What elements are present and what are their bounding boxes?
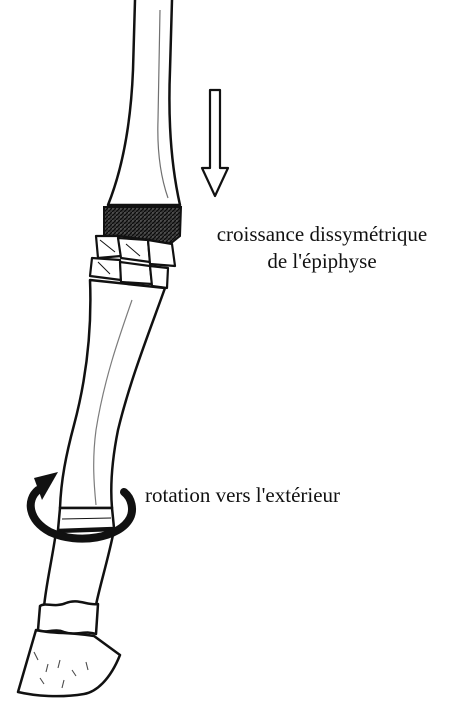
rotation-annotation: rotation vers l'extérieur	[145, 482, 340, 509]
cannon-bone	[60, 280, 165, 508]
upper-bone	[108, 0, 180, 205]
growth-label-line2: de l'épiphyse	[188, 248, 456, 275]
growth-label-line1: croissance dissymétrique	[188, 221, 456, 248]
down-arrow-icon	[202, 90, 228, 196]
rotation-label: rotation vers l'extérieur	[145, 483, 340, 507]
coffin-region	[38, 601, 98, 634]
hoof	[18, 630, 120, 696]
growth-annotation: croissance dissymétrique de l'épiphyse	[188, 221, 456, 275]
